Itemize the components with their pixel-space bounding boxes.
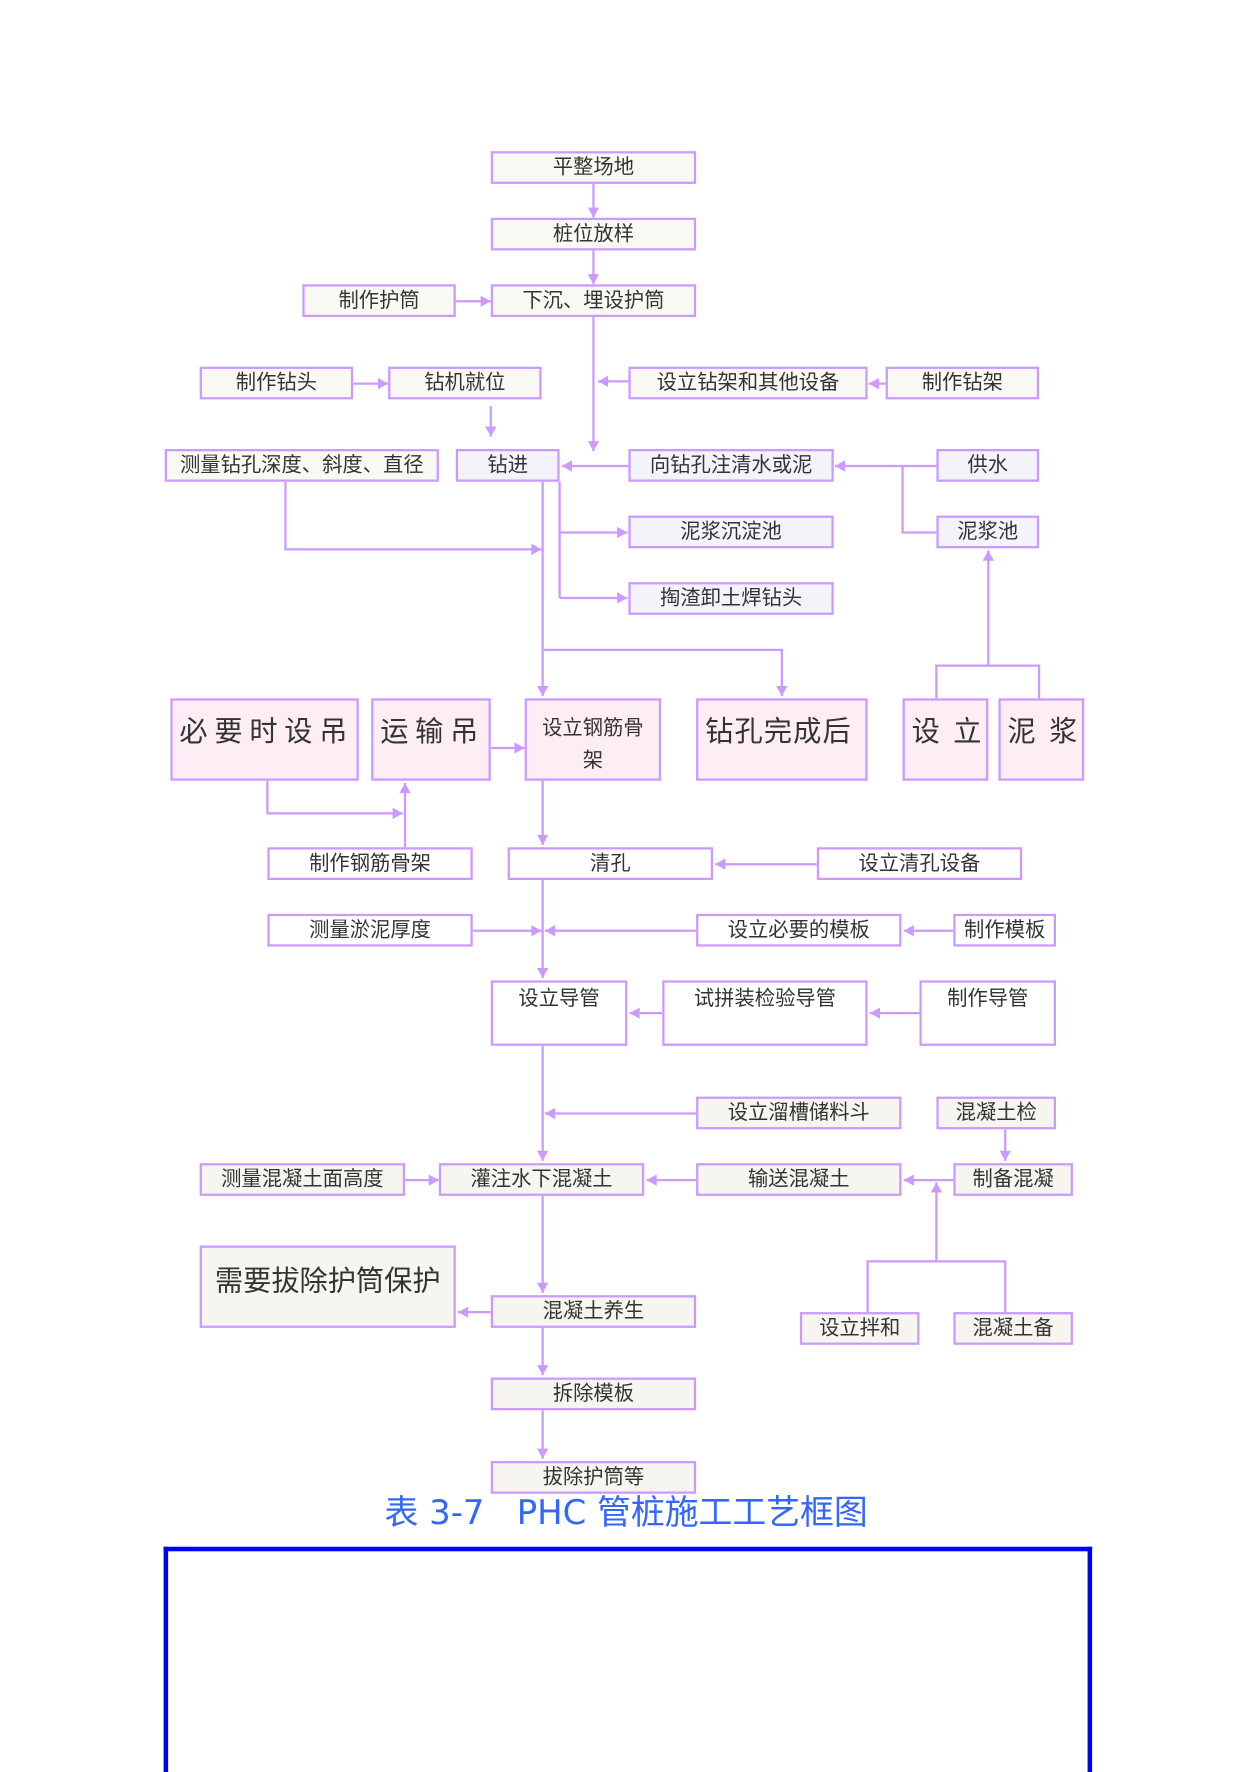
box-rig-position: 钻机就位 (388, 366, 542, 400)
box-setup-cleaning: 设立清孔设备 (816, 847, 1023, 880)
arrowhead-icon (514, 742, 525, 754)
box-setup-cage: 设立钢筋骨架 (524, 698, 662, 781)
box-setup: 设 立 (902, 698, 989, 781)
box-make-cage: 制作钢筋骨架 (267, 847, 473, 880)
arrowhead-icon (587, 274, 600, 285)
box-transport-crane: 运输吊 (371, 698, 491, 781)
box-make-casing: 制作护筒 (302, 284, 456, 318)
arrowhead-icon (480, 295, 491, 307)
box-settling-pond: 泥浆沉淀池 (628, 515, 834, 549)
arrowhead-icon (903, 1174, 914, 1186)
box-curing: 混凝土养生 (490, 1295, 697, 1328)
box-measure-concrete: 测量混凝土面高度 (199, 1163, 406, 1196)
arrowhead-icon (587, 441, 600, 452)
box-mud: 泥 浆 (998, 698, 1085, 781)
box-make-rig: 制作钻架 (885, 366, 1040, 400)
box-level-site: 平整场地 (490, 151, 697, 184)
connector (542, 648, 783, 697)
box-measure-hole: 测量钻孔深度、斜度、直径 (164, 449, 439, 482)
arrowhead-icon (428, 1174, 439, 1186)
arrowhead-icon (537, 1282, 549, 1293)
box-setup-mixing: 设立拌和 (799, 1312, 920, 1345)
arrowhead-icon (531, 543, 542, 556)
arrowhead-icon (537, 967, 549, 979)
arrowhead-icon (561, 460, 572, 472)
arrowhead-icon (869, 1007, 880, 1019)
box-make-tremie: 制作导管 (919, 980, 1056, 1046)
arrowhead-icon (537, 834, 549, 846)
arrowhead-icon (531, 925, 542, 937)
box-after-drilling: 钻孔完成后 (696, 698, 868, 781)
box-mud-pond: 泥浆池 (936, 515, 1040, 549)
arrowhead-icon (537, 1365, 549, 1376)
box-casing-protection: 需要拔除护筒保护 (199, 1245, 456, 1328)
box-clean-hole: 清孔 (507, 847, 714, 880)
arrowhead-icon (715, 858, 726, 870)
box-pile-layout: 桩位放样 (490, 217, 697, 251)
arrowhead-icon (903, 925, 914, 937)
arrowhead-icon (617, 592, 628, 604)
arrowhead-icon (537, 1448, 549, 1459)
arrowhead-icon (544, 1107, 556, 1120)
blue-frame (163, 1546, 1093, 1772)
box-drilling: 钻进 (455, 449, 560, 482)
connector (901, 465, 937, 534)
arrowhead-icon (537, 685, 549, 697)
arrowhead-icon (776, 685, 788, 697)
box-setup-formwork: 设立必要的模板 (696, 913, 902, 947)
box-concrete-test: 混凝土检 (936, 1096, 1056, 1130)
box-convey-concrete: 输送混凝土 (696, 1163, 902, 1196)
box-pour-concrete: 灌注水下混凝土 (438, 1163, 645, 1196)
box-test-tremie: 试拼装检验导管 (662, 980, 868, 1046)
connector (866, 1260, 1007, 1313)
box-setup-tremie: 设立导管 (490, 980, 628, 1046)
box-water-supply: 供水 (936, 449, 1040, 482)
arrowhead-icon (399, 782, 411, 794)
arrowhead-icon (597, 375, 609, 387)
box-make-bit: 制作钻头 (199, 366, 354, 400)
arrowhead-icon (377, 377, 389, 390)
arrowhead-icon (930, 1182, 943, 1193)
arrowhead-icon (485, 426, 497, 437)
arrowhead-icon (982, 550, 994, 561)
arrowhead-icon (587, 207, 600, 218)
box-slag-weld: 掏渣卸土焊钻头 (628, 582, 834, 615)
arrowhead-icon (544, 925, 556, 937)
arrowhead-icon (392, 807, 403, 820)
box-sink-casing: 下沉、埋设护筒 (490, 284, 697, 318)
box-setup-rig: 设立钻架和其他设备 (628, 366, 868, 400)
arrowhead-icon (999, 1150, 1011, 1161)
connector (284, 481, 542, 551)
arrowhead-icon (458, 1306, 469, 1318)
arrowhead-icon (646, 1174, 657, 1186)
arrowhead-icon (617, 526, 628, 539)
arrowhead-icon (629, 1007, 640, 1019)
box-make-formwork: 制作模板 (953, 913, 1056, 947)
box-remove-formwork: 拆除模板 (490, 1377, 697, 1411)
connector (935, 664, 1041, 699)
box-pull-casing: 拔除护筒等 (490, 1461, 697, 1494)
box-concrete-prep: 混凝土备 (953, 1312, 1073, 1345)
figure-caption: 表 3-7 PHC 管桩施工工艺框图 (384, 1493, 868, 1534)
box-setup-hopper: 设立溜槽储料斗 (696, 1096, 902, 1130)
box-measure-silt: 测量淤泥厚度 (267, 913, 473, 947)
arrowhead-icon (868, 377, 879, 390)
box-inject-water: 向钻孔注清水或泥 (628, 449, 834, 482)
box-prepare-concrete: 制备混凝 (953, 1163, 1073, 1196)
arrowhead-icon (834, 460, 846, 472)
box-crane-if-needed: 必要时设吊 (170, 698, 359, 781)
connector (266, 780, 403, 815)
arrowhead-icon (537, 1150, 549, 1161)
